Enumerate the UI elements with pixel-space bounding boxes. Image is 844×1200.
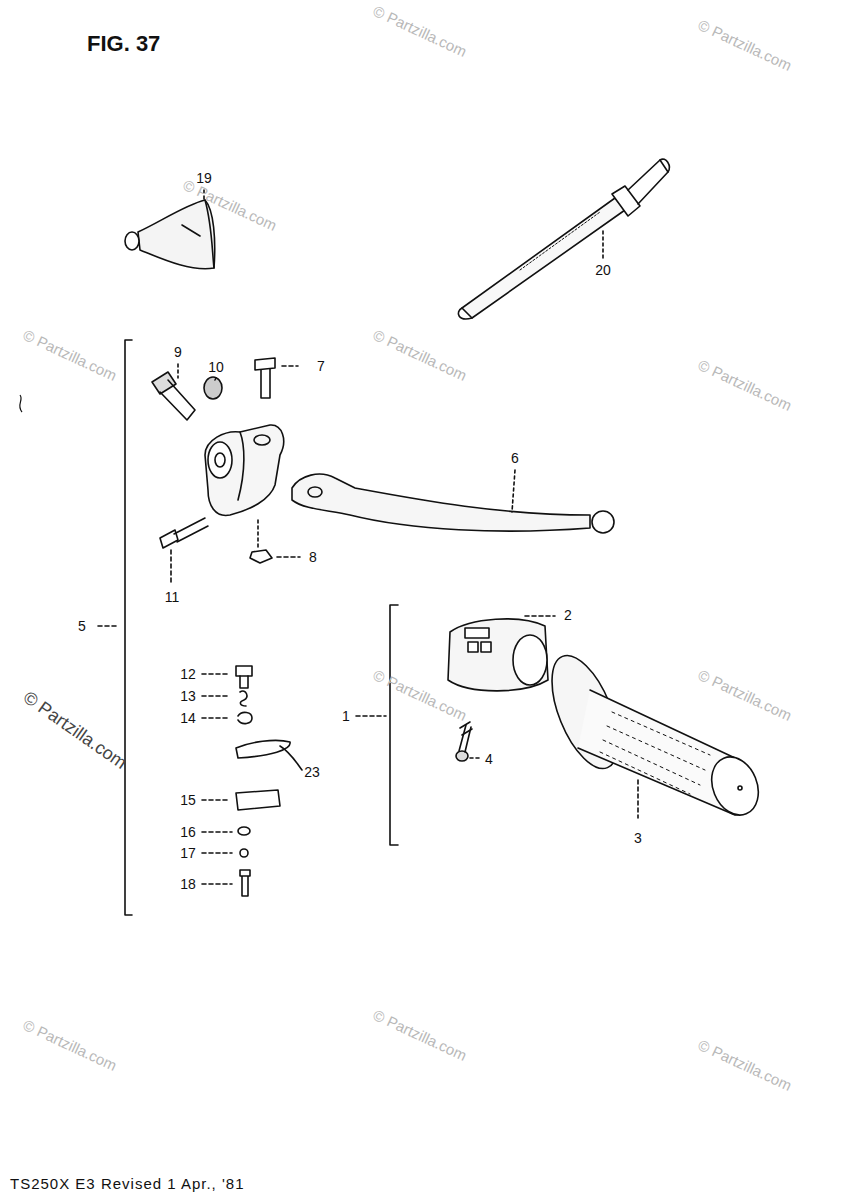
watermark: © Partzilla.com <box>696 1037 794 1093</box>
callout-number: 23 <box>304 765 320 779</box>
callout-number: 9 <box>174 345 182 359</box>
callout-number: 11 <box>165 590 180 604</box>
group-bracket <box>390 605 398 845</box>
watermark: © Partzilla.com <box>371 327 469 383</box>
pivot-nut <box>250 520 300 563</box>
callout-number: 18 <box>180 877 196 891</box>
dimmer-switch <box>448 616 555 691</box>
lock-nut <box>204 377 222 399</box>
watermark: © Partzilla.com <box>371 3 469 59</box>
figure-title: FIG. 37 <box>87 33 160 55</box>
callout-number: 17 <box>180 846 196 860</box>
callout-number: 20 <box>595 263 611 277</box>
callout-number: 14 <box>180 711 196 725</box>
watermark: © Partzilla.com <box>696 17 794 73</box>
callout-number: 16 <box>180 825 196 839</box>
adjuster-bolt <box>152 372 195 420</box>
switch-parts <box>202 666 302 896</box>
switch-screw <box>456 722 480 761</box>
handlebar-grip <box>538 647 766 822</box>
leader-line <box>356 715 386 717</box>
callout-number: 6 <box>511 451 519 465</box>
callout-number: 7 <box>317 359 325 373</box>
watermark: © Partzilla.com <box>696 667 794 723</box>
leader-line <box>98 625 118 627</box>
clamp-bolt <box>160 518 208 582</box>
callout-number: 8 <box>309 550 317 564</box>
pivot-bolt <box>255 358 298 398</box>
callout-number: 2 <box>564 608 572 622</box>
callout-number: 5 <box>78 619 86 633</box>
grip-cover <box>125 200 215 269</box>
callout-number: 4 <box>485 752 493 766</box>
watermark: © Partzilla.com <box>21 1017 119 1073</box>
watermark: © Partzilla.com <box>696 357 794 413</box>
callout-number: 15 <box>180 793 196 807</box>
cable-strap <box>458 159 669 319</box>
lever-holder <box>205 425 284 515</box>
clutch-lever <box>292 474 614 533</box>
callout-number: 12 <box>180 667 196 681</box>
watermark: © Partzilla.com <box>21 327 119 383</box>
callout-number: 3 <box>634 831 642 845</box>
watermark: © Partzilla.com <box>371 1007 469 1063</box>
callout-number: 13 <box>180 689 196 703</box>
revision-note: TS250X E3 Revised 1 Apr., '81 <box>10 1176 245 1191</box>
callout-number: 1 <box>342 709 350 723</box>
callout-number: 10 <box>208 360 224 374</box>
group-bracket <box>125 340 132 915</box>
watermark: © Partzilla.com <box>20 688 130 772</box>
scan-mark <box>20 395 22 412</box>
